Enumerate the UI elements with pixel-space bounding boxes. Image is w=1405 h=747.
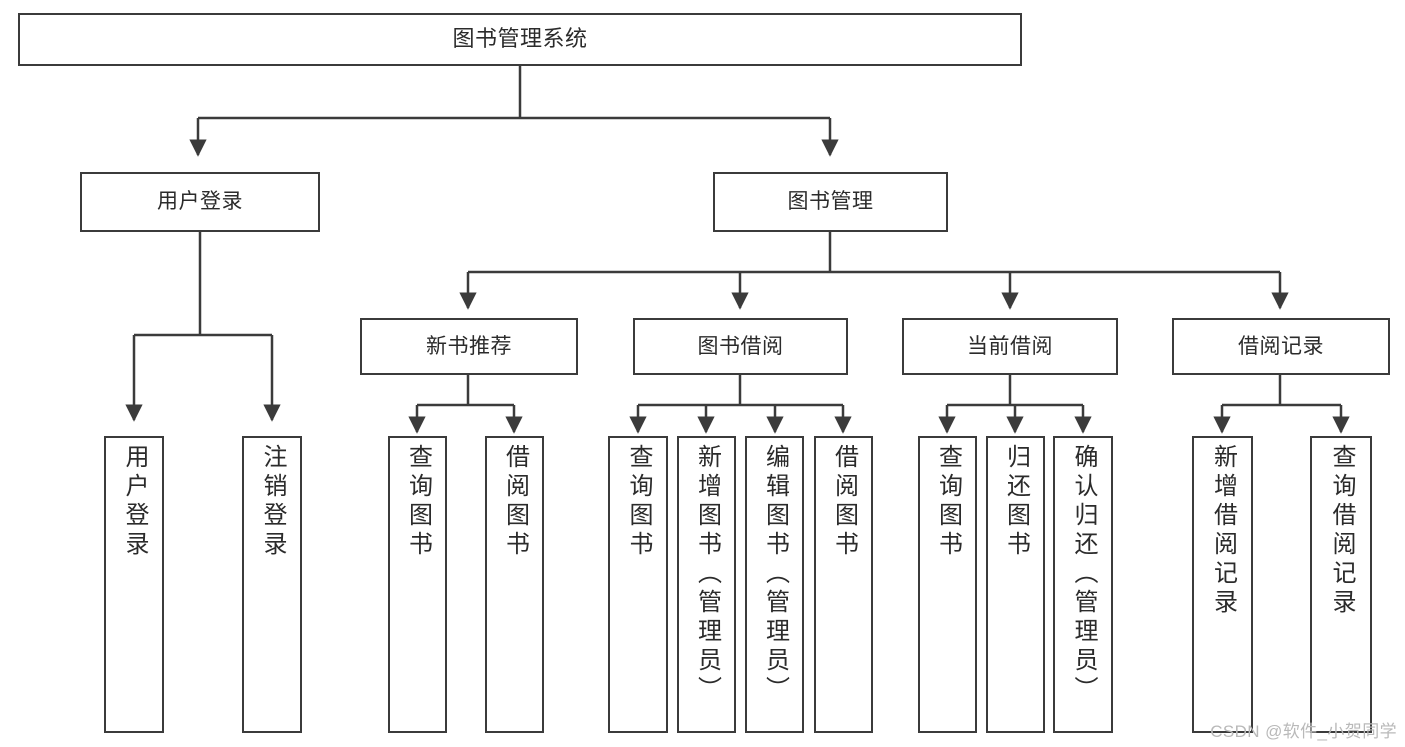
node-user-login-label: 用户登录 — [157, 190, 243, 214]
node-new-book-recommend[interactable]: 新书推荐 — [360, 318, 578, 375]
node-leaf-return-book-label: 归还图书 — [1002, 444, 1030, 560]
node-leaf-query-record[interactable]: 查询借阅记录 — [1310, 436, 1372, 733]
node-current-borrow-label: 当前借阅 — [967, 334, 1053, 358]
node-borrow-record[interactable]: 借阅记录 — [1172, 318, 1390, 375]
node-leaf-query-record-label: 查询借阅记录 — [1328, 444, 1355, 618]
node-leaf-borrow-book-2[interactable]: 借阅图书 — [814, 436, 873, 733]
node-leaf-edit-book-label: 编辑图书（管理员） — [761, 444, 789, 705]
node-leaf-add-record-label: 新增借阅记录 — [1209, 444, 1237, 618]
node-leaf-borrow-book-1-label: 借阅图书 — [501, 444, 529, 560]
node-book-borrow[interactable]: 图书借阅 — [633, 318, 848, 375]
node-current-borrow[interactable]: 当前借阅 — [902, 318, 1118, 375]
node-user-login[interactable]: 用户登录 — [80, 172, 320, 232]
node-leaf-user-logout[interactable]: 注销登录 — [242, 436, 302, 733]
node-borrow-record-label: 借阅记录 — [1238, 334, 1324, 358]
node-leaf-confirm-return[interactable]: 确认归还（管理员） — [1053, 436, 1113, 733]
node-new-book-recommend-label: 新书推荐 — [426, 334, 512, 358]
node-leaf-borrow-book-1[interactable]: 借阅图书 — [485, 436, 544, 733]
node-leaf-query-book-1-label: 查询图书 — [404, 444, 432, 560]
node-leaf-add-book[interactable]: 新增图书（管理员） — [677, 436, 736, 733]
node-leaf-query-book-2[interactable]: 查询图书 — [608, 436, 668, 733]
node-leaf-add-record[interactable]: 新增借阅记录 — [1192, 436, 1253, 733]
node-leaf-user-logout-label: 注销登录 — [259, 444, 286, 560]
node-leaf-query-book-3[interactable]: 查询图书 — [918, 436, 977, 733]
csdn-watermark: CSDN @软件_小贺同学 — [1210, 722, 1397, 741]
node-root-label: 图书管理系统 — [452, 26, 588, 52]
node-leaf-query-book-2-label: 查询图书 — [625, 444, 652, 560]
node-root[interactable]: 图书管理系统 — [18, 13, 1022, 66]
node-leaf-edit-book[interactable]: 编辑图书（管理员） — [745, 436, 804, 733]
node-leaf-return-book[interactable]: 归还图书 — [986, 436, 1045, 733]
node-book-manage[interactable]: 图书管理 — [713, 172, 948, 232]
node-leaf-confirm-return-label: 确认归还（管理员） — [1070, 444, 1097, 705]
node-leaf-query-book-1[interactable]: 查询图书 — [388, 436, 447, 733]
node-leaf-add-book-label: 新增图书（管理员） — [693, 444, 721, 705]
node-book-manage-label: 图书管理 — [787, 190, 874, 214]
node-leaf-user-login[interactable]: 用户登录 — [104, 436, 164, 733]
node-leaf-query-book-3-label: 查询图书 — [934, 444, 962, 560]
node-book-borrow-label: 图书借阅 — [697, 334, 784, 358]
node-leaf-borrow-book-2-label: 借阅图书 — [830, 444, 858, 560]
node-leaf-user-login-label: 用户登录 — [121, 444, 148, 560]
